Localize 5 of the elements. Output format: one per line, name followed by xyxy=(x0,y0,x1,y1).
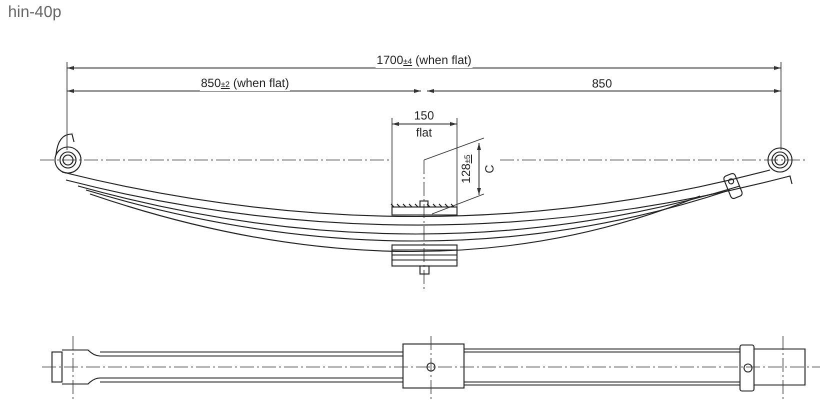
dimension-label: 850 xyxy=(590,78,614,90)
drawing-code: hin-40p xyxy=(8,4,62,22)
dimension-label: C xyxy=(484,164,496,174)
dimension-label: flat xyxy=(415,126,433,140)
dimension-label: 150 xyxy=(412,110,436,122)
